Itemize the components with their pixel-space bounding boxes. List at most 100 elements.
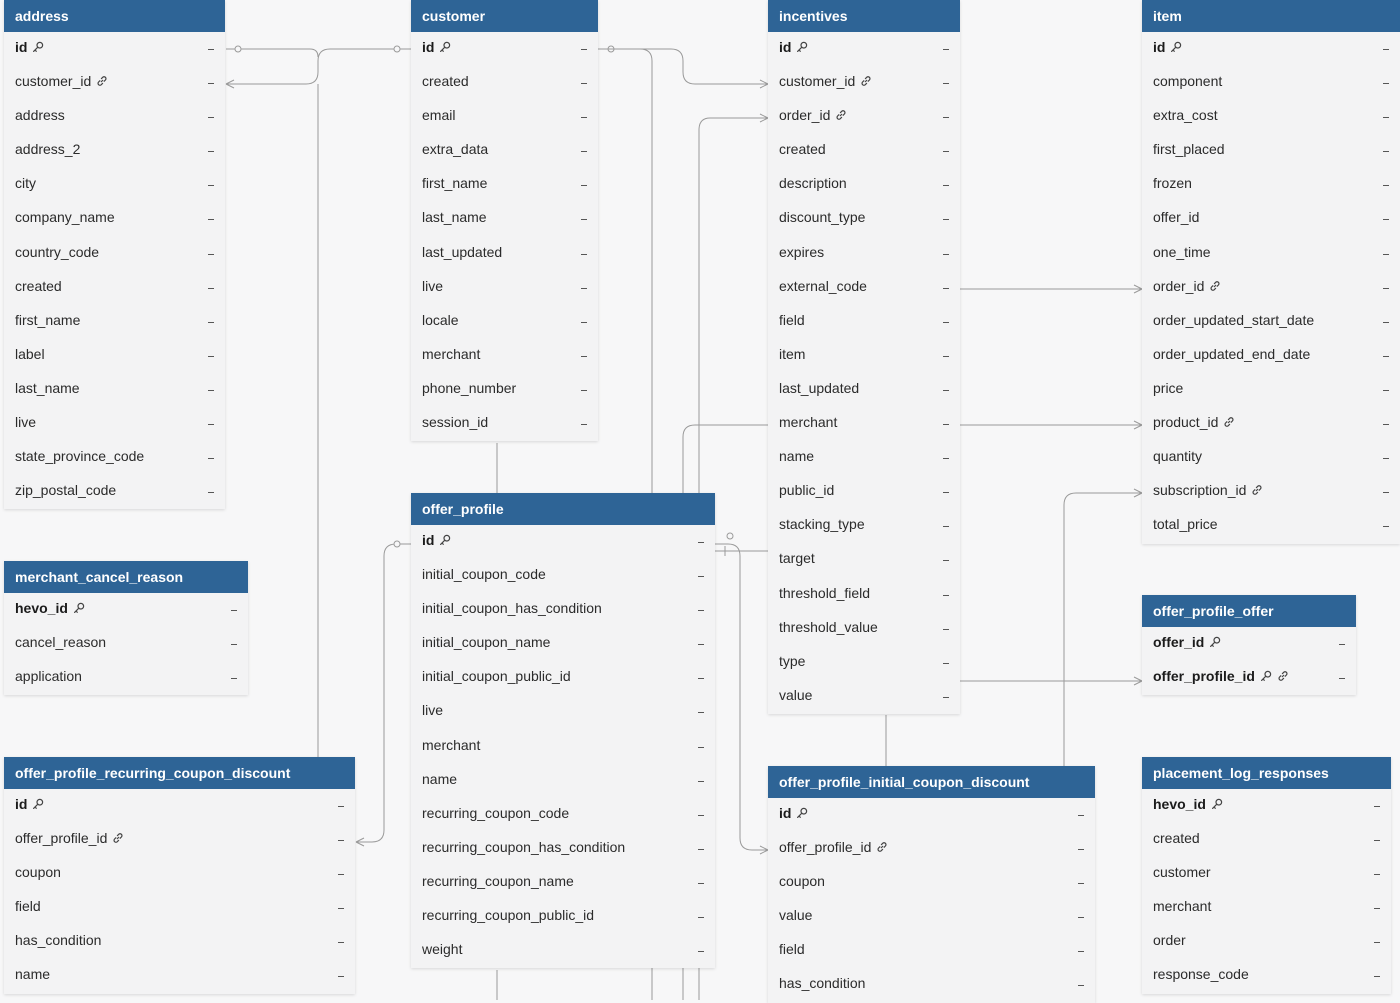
column-row[interactable]: product_id <box>1142 407 1400 441</box>
column-row[interactable]: id <box>768 32 960 66</box>
column-row[interactable]: field <box>768 934 1095 968</box>
column-row[interactable]: customer <box>1142 857 1391 891</box>
table-header[interactable]: placement_log_responses <box>1142 757 1391 789</box>
column-row[interactable]: initial_coupon_public_id <box>411 661 715 695</box>
column-row[interactable]: country_code <box>4 237 225 271</box>
column-row[interactable]: threshold_value <box>768 612 960 646</box>
column-row[interactable]: address_2 <box>4 134 225 168</box>
table-header[interactable]: item <box>1142 0 1400 32</box>
column-row[interactable]: weight <box>411 934 715 968</box>
column-row[interactable]: last_updated <box>411 237 598 271</box>
column-row[interactable]: order <box>1142 925 1391 959</box>
column-row[interactable]: offer_profile_id <box>1142 661 1356 695</box>
table-header[interactable]: offer_profile <box>411 493 715 525</box>
column-row[interactable]: id <box>4 789 355 823</box>
column-row[interactable]: stacking_type <box>768 509 960 543</box>
column-row[interactable]: first_placed <box>1142 134 1400 168</box>
column-row[interactable]: id <box>4 32 225 66</box>
column-row[interactable]: coupon <box>4 857 355 891</box>
column-row[interactable]: initial_coupon_has_condition <box>411 593 715 627</box>
column-row[interactable]: last_name <box>411 202 598 236</box>
column-row[interactable]: frozen <box>1142 168 1400 202</box>
column-row[interactable]: state_province_code <box>4 441 225 475</box>
column-row[interactable]: recurring_coupon_code <box>411 798 715 832</box>
column-row[interactable]: company_name <box>4 202 225 236</box>
column-row[interactable]: id <box>411 525 715 559</box>
column-row[interactable]: type <box>768 646 960 680</box>
column-row[interactable]: has_condition <box>768 968 1095 1002</box>
column-row[interactable]: order_id <box>768 100 960 134</box>
column-row[interactable]: coupon <box>768 866 1095 900</box>
column-row[interactable]: extra_data <box>411 134 598 168</box>
column-row[interactable]: first_name <box>4 305 225 339</box>
column-row[interactable]: expires <box>768 237 960 271</box>
column-row[interactable]: recurring_coupon_has_condition <box>411 832 715 866</box>
column-row[interactable]: name <box>768 441 960 475</box>
column-row[interactable]: last_updated <box>768 373 960 407</box>
column-row[interactable]: hevo_id <box>4 593 248 627</box>
column-row[interactable]: merchant <box>768 407 960 441</box>
column-row[interactable]: offer_profile_id <box>4 823 355 857</box>
column-row[interactable]: initial_coupon_code <box>411 559 715 593</box>
column-row[interactable]: has_condition <box>4 925 355 959</box>
column-row[interactable]: cancel_reason <box>4 627 248 661</box>
column-row[interactable]: live <box>411 271 598 305</box>
column-row[interactable]: recurring_coupon_name <box>411 866 715 900</box>
column-row[interactable]: live <box>4 407 225 441</box>
column-row[interactable]: price <box>1142 373 1400 407</box>
table-header[interactable]: merchant_cancel_reason <box>4 561 248 593</box>
column-row[interactable]: created <box>1142 823 1391 857</box>
column-row[interactable]: total_price <box>1142 509 1400 543</box>
column-row[interactable]: label <box>4 339 225 373</box>
column-row[interactable]: field <box>4 891 355 925</box>
table-header[interactable]: customer <box>411 0 598 32</box>
column-row[interactable]: field <box>768 305 960 339</box>
column-row[interactable]: hevo_id <box>1142 789 1391 823</box>
table-header[interactable]: address <box>4 0 225 32</box>
column-row[interactable]: offer_profile_id <box>768 832 1095 866</box>
column-row[interactable]: extra_cost <box>1142 100 1400 134</box>
column-row[interactable]: quantity <box>1142 441 1400 475</box>
column-row[interactable]: recurring_coupon_public_id <box>411 900 715 934</box>
column-row[interactable]: description <box>768 168 960 202</box>
column-row[interactable]: item <box>768 339 960 373</box>
column-row[interactable]: external_code <box>768 271 960 305</box>
column-row[interactable]: initial_coupon_name <box>411 627 715 661</box>
column-row[interactable]: created <box>768 134 960 168</box>
column-row[interactable]: order_updated_end_date <box>1142 339 1400 373</box>
column-row[interactable]: discount_type <box>768 202 960 236</box>
column-row[interactable]: offer_id <box>1142 202 1400 236</box>
column-row[interactable]: value <box>768 680 960 714</box>
column-row[interactable]: id <box>1142 32 1400 66</box>
column-row[interactable]: last_name <box>4 373 225 407</box>
column-row[interactable]: customer_id <box>768 66 960 100</box>
column-row[interactable]: one_time <box>1142 237 1400 271</box>
table-header[interactable]: offer_profile_recurring_coupon_discount <box>4 757 355 789</box>
column-row[interactable]: merchant <box>1142 891 1391 925</box>
column-row[interactable]: id <box>411 32 598 66</box>
column-row[interactable]: customer_id <box>4 66 225 100</box>
table-header[interactable]: incentives <box>768 0 960 32</box>
column-row[interactable]: public_id <box>768 475 960 509</box>
column-row[interactable]: name <box>4 959 355 993</box>
column-row[interactable]: created <box>4 271 225 305</box>
column-row[interactable]: threshold_field <box>768 578 960 612</box>
column-row[interactable]: session_id <box>411 407 598 441</box>
column-row[interactable]: subscription_id <box>1142 475 1400 509</box>
column-row[interactable]: response_code <box>1142 959 1391 993</box>
column-row[interactable]: component <box>1142 66 1400 100</box>
column-row[interactable]: address <box>4 100 225 134</box>
column-row[interactable]: merchant <box>411 339 598 373</box>
column-row[interactable]: locale <box>411 305 598 339</box>
column-row[interactable]: application <box>4 661 248 695</box>
